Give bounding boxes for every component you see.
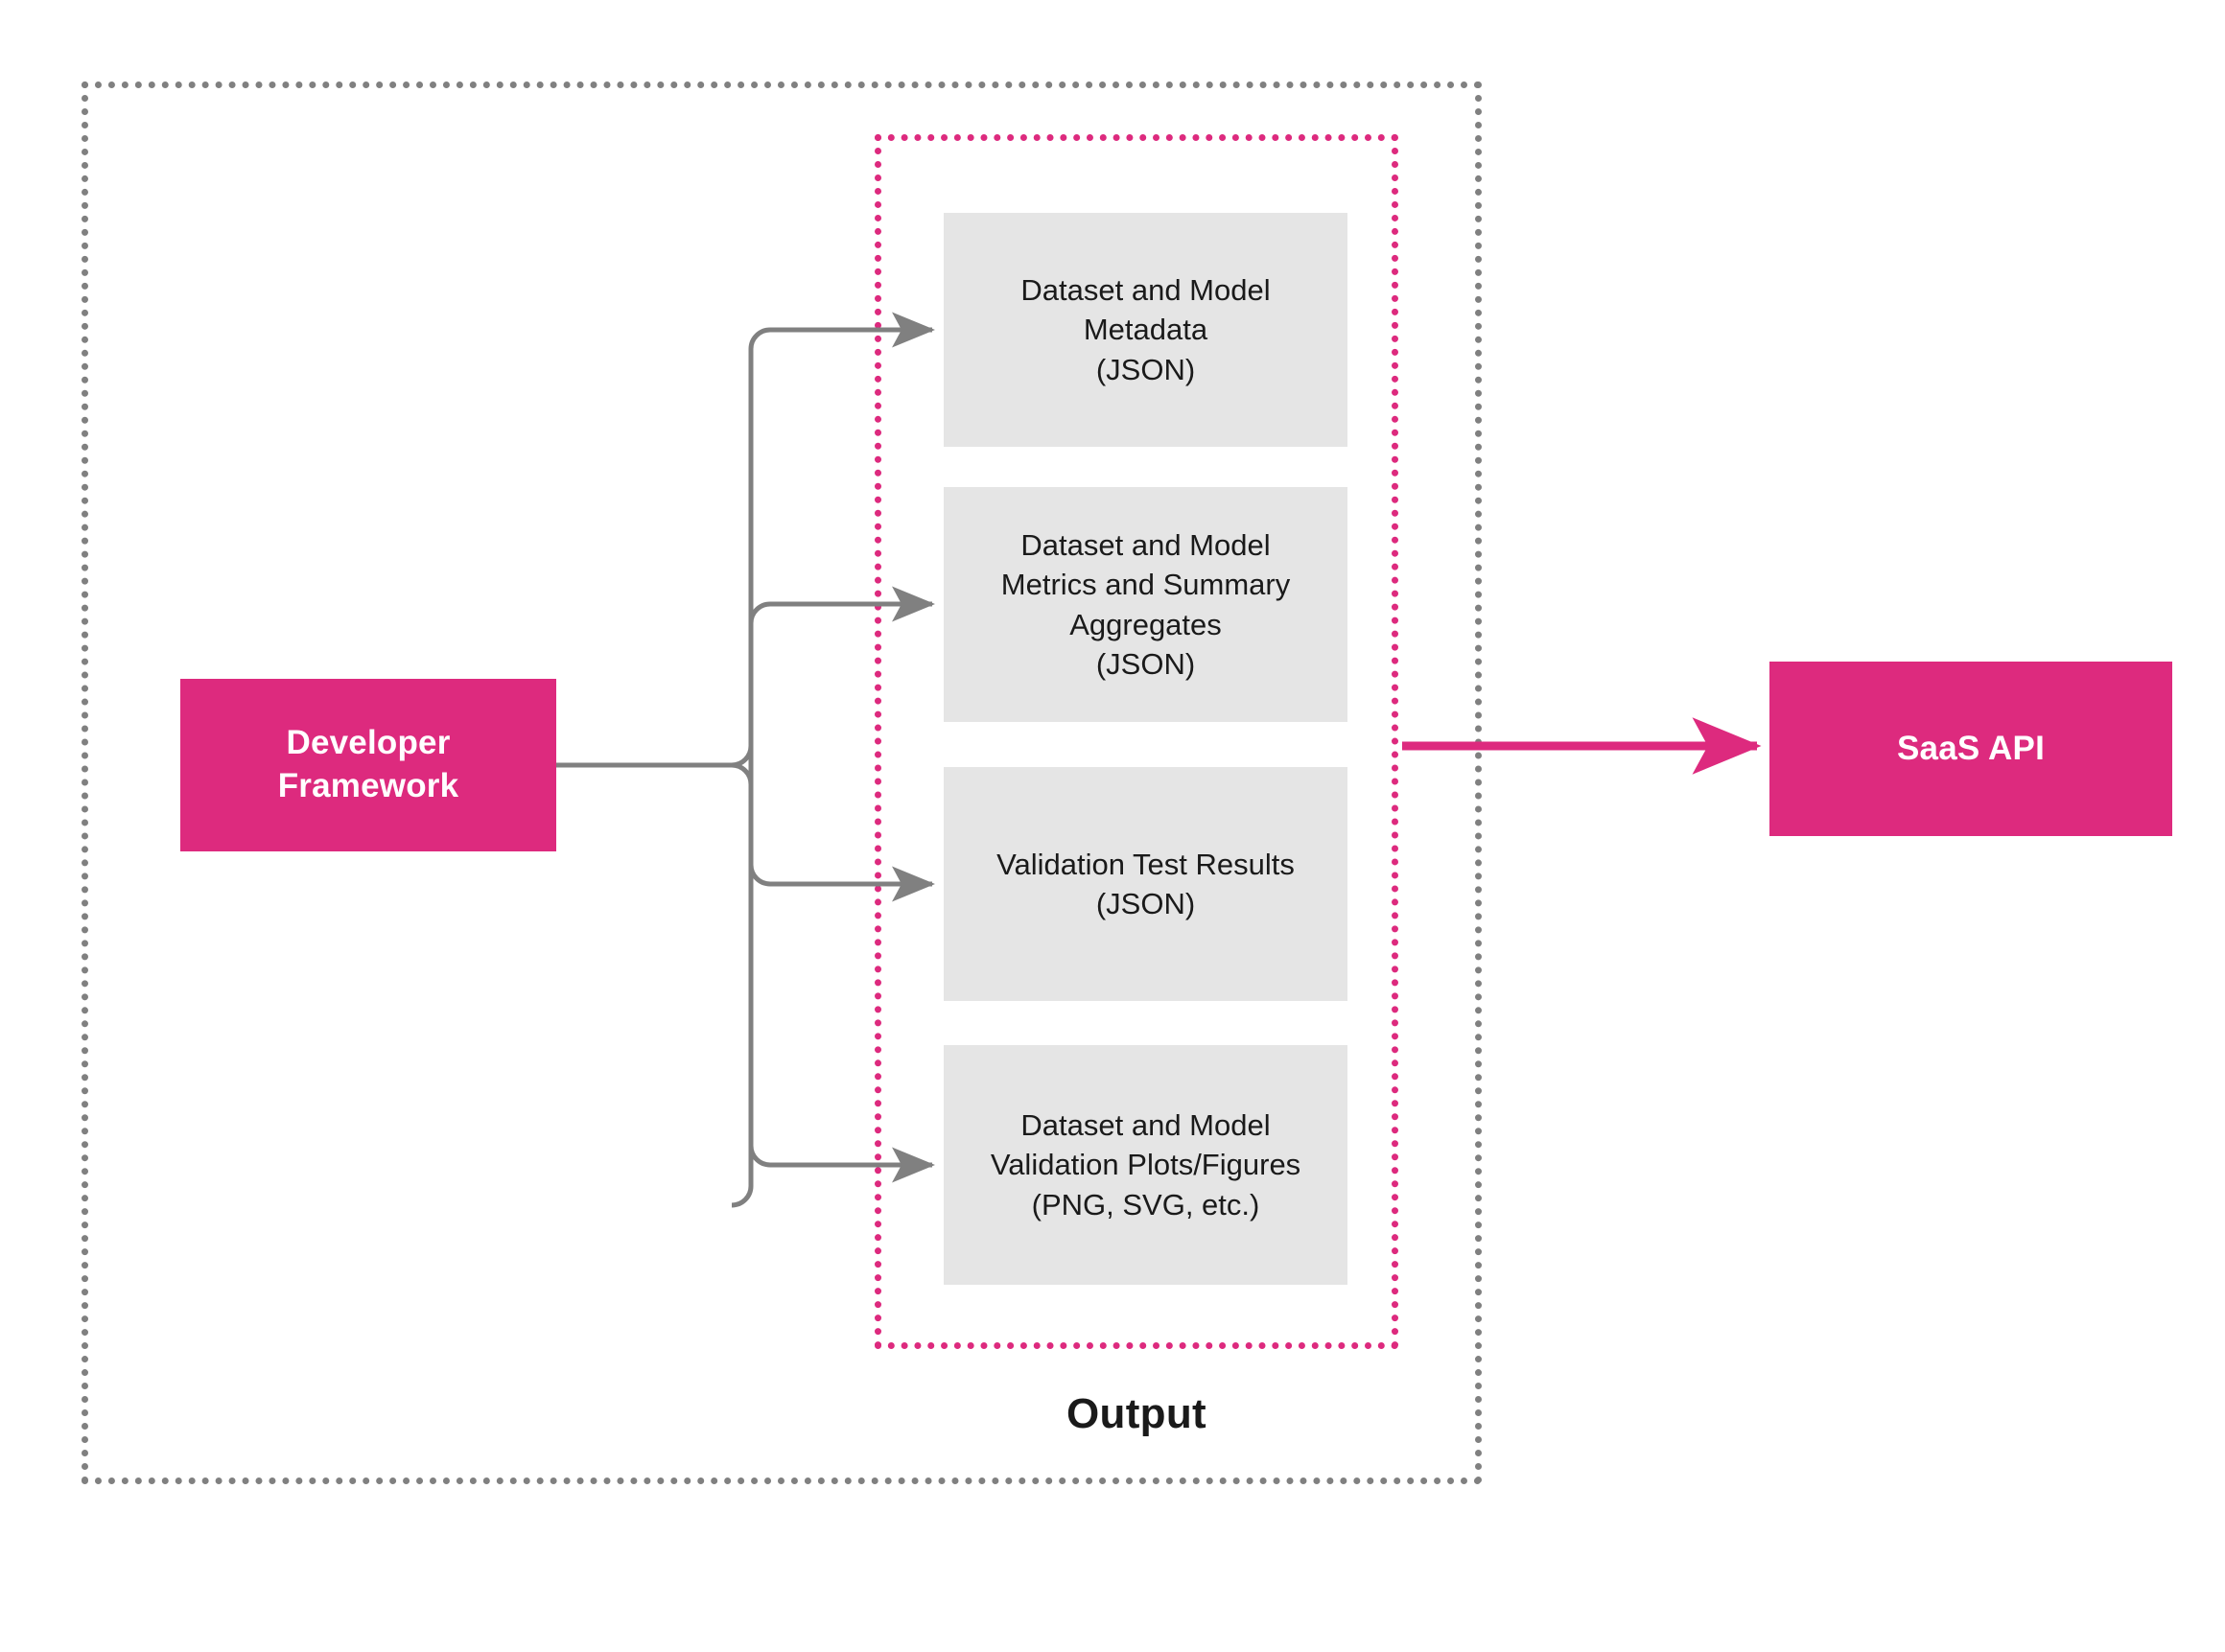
output-item-metrics-line1: Dataset and Model <box>1020 528 1271 563</box>
output-item-plots-label: Dataset and Model Validation Plots/Figur… <box>981 1105 1310 1224</box>
developer-framework-boundary <box>82 81 1482 1484</box>
node-developer-framework[interactable]: Developer Framework <box>180 679 556 851</box>
node-saas-api-label: SaaS API <box>1897 729 2045 767</box>
output-item-metadata-label: Dataset and Model Metadata (JSON) <box>1011 270 1279 389</box>
output-group-caption: Output <box>1066 1390 1206 1437</box>
output-item-plots-line2: Validation Plots/Figures <box>990 1148 1301 1182</box>
output-item-metadata-line1: Dataset and Model <box>1020 273 1271 308</box>
output-item-plots-line1: Dataset and Model <box>1020 1108 1271 1143</box>
output-item-metadata-line2: Metadata <box>1083 313 1208 347</box>
output-item-metadata[interactable]: Dataset and Model Metadata (JSON) <box>944 213 1347 447</box>
output-item-metadata-line3: (JSON) <box>1095 352 1196 386</box>
output-item-metrics-line4: (JSON) <box>1095 646 1196 681</box>
output-item-validation-tests-line1: Validation Test Results <box>996 847 1295 881</box>
node-developer-framework-line1: Developer <box>286 724 451 762</box>
output-item-plots-line3: (PNG, SVG, etc.) <box>1031 1187 1260 1222</box>
node-saas-api[interactable]: SaaS API <box>1769 662 2172 836</box>
output-item-plots[interactable]: Dataset and Model Validation Plots/Figur… <box>944 1045 1347 1285</box>
output-item-metrics-label: Dataset and Model Metrics and Summary Ag… <box>992 525 1300 684</box>
output-item-validation-tests-label: Validation Test Results (JSON) <box>987 845 1304 923</box>
output-item-validation-tests[interactable]: Validation Test Results (JSON) <box>944 767 1347 1001</box>
output-item-metrics[interactable]: Dataset and Model Metrics and Summary Ag… <box>944 487 1347 722</box>
output-item-validation-tests-line2: (JSON) <box>1095 887 1196 920</box>
node-developer-framework-line2: Framework <box>277 767 459 804</box>
output-item-metrics-line2: Metrics and Summary <box>1000 568 1291 602</box>
output-item-metrics-line3: Aggregates <box>1069 607 1222 641</box>
node-developer-framework-label: Developer Framework <box>278 722 459 808</box>
